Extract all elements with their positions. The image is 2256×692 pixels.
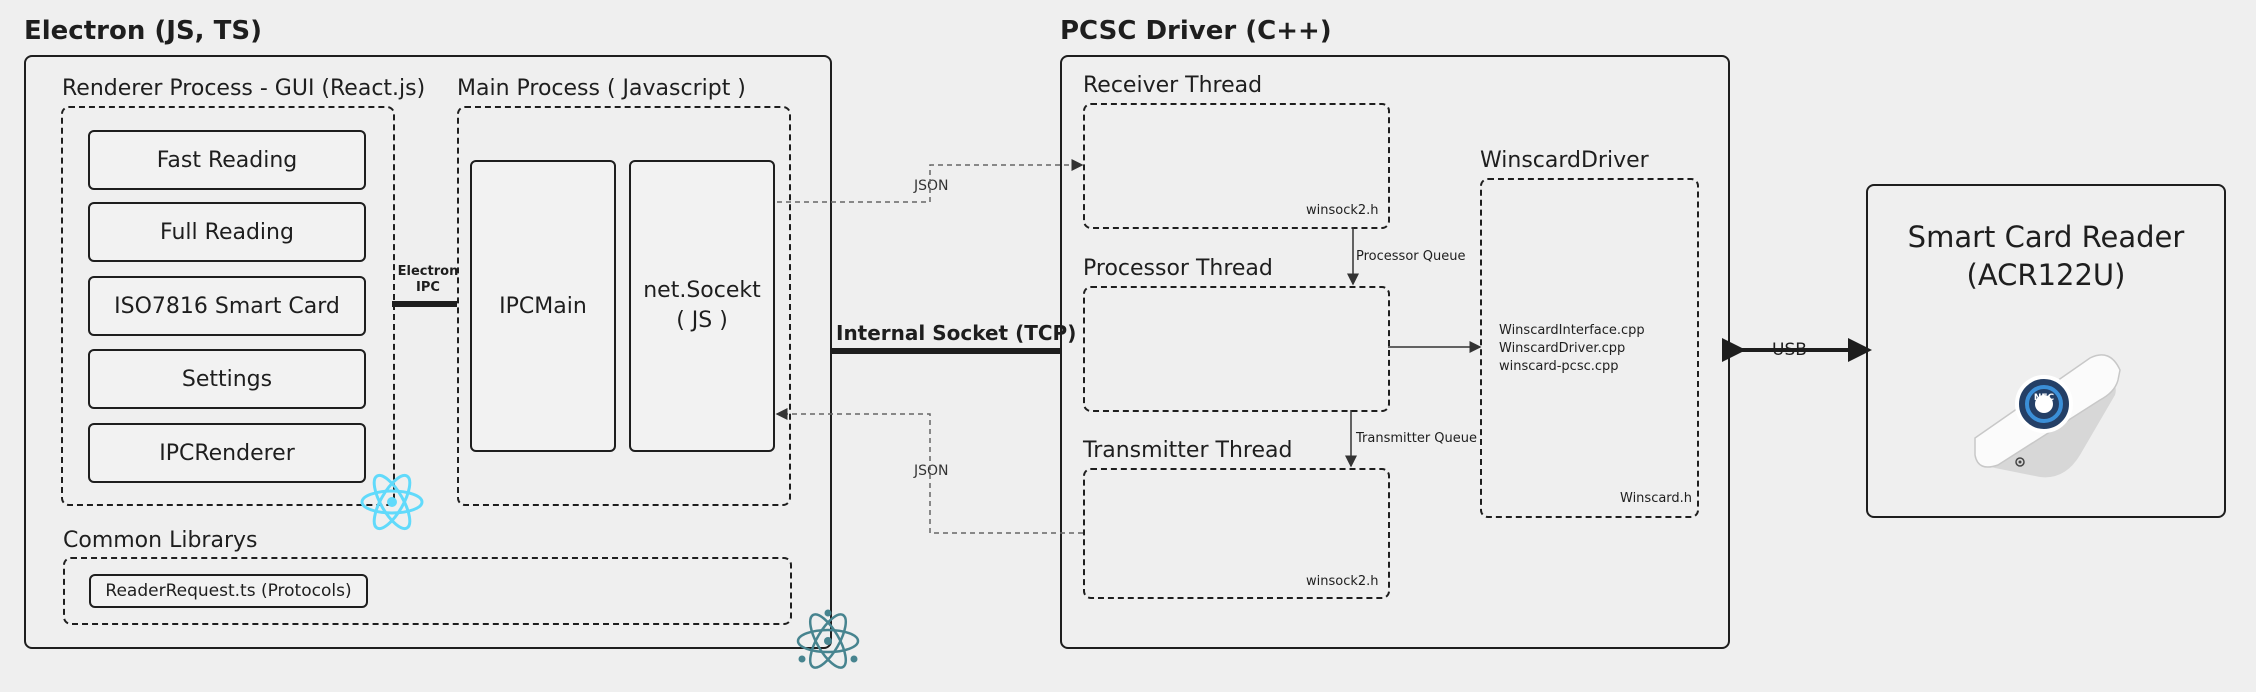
electron-ipc-label: Electron IPC bbox=[397, 264, 459, 295]
ipc-main-box[interactable]: IPCMain bbox=[470, 160, 616, 452]
json-bottom-path bbox=[775, 408, 1083, 534]
reader-title: Smart Card Reader (ACR122U) bbox=[1907, 220, 2185, 292]
processor-title: Processor Thread bbox=[1083, 256, 1273, 281]
winscard-title: WinscardDriver bbox=[1480, 148, 1649, 173]
main-process-title: Main Process ( Javascript ) bbox=[457, 76, 746, 101]
settings-button[interactable]: Settings bbox=[88, 349, 366, 409]
reader-request-item[interactable]: ReaderRequest.ts (Protocols) bbox=[89, 574, 368, 608]
pcsc-title: PCSC Driver (C++) bbox=[1060, 16, 1332, 46]
iso7816-button[interactable]: ISO7816 Smart Card bbox=[88, 276, 366, 336]
winscard-file: WinscardInterface.cpp bbox=[1499, 323, 1645, 338]
main-process-container bbox=[457, 106, 791, 506]
transmitter-thread-box bbox=[1083, 468, 1390, 599]
winscard-file: WinscardDriver.cpp bbox=[1499, 341, 1626, 356]
receiver-file: winsock2.h bbox=[1306, 203, 1379, 218]
winscard-file: winscard-pcsc.cpp bbox=[1499, 359, 1619, 374]
transmitter-queue-label: Transmitter Queue bbox=[1356, 431, 1478, 446]
common-title: Common Librarys bbox=[63, 528, 258, 553]
json-label-bottom: JSON bbox=[914, 463, 949, 479]
transmitter-title: Transmitter Thread bbox=[1083, 438, 1293, 463]
nfc-badge: NFC bbox=[2034, 393, 2055, 403]
receiver-thread-box bbox=[1083, 103, 1390, 229]
winscard-files: WinscardInterface.cpp WinscardDriver.cpp… bbox=[1499, 322, 1645, 376]
common-container bbox=[63, 557, 792, 625]
transmitter-file: winsock2.h bbox=[1306, 574, 1379, 589]
json-label-top: JSON bbox=[914, 178, 949, 194]
full-reading-button[interactable]: Full Reading bbox=[88, 202, 366, 262]
internal-socket-label: Internal Socket (TCP) bbox=[836, 321, 1077, 345]
net-socket-box[interactable]: net.Socekt ( JS ) bbox=[629, 160, 775, 452]
card-reader-device-icon: NFC bbox=[1974, 354, 2121, 478]
renderer-title: Renderer Process - GUI (React.js) bbox=[62, 76, 426, 101]
fast-reading-button[interactable]: Fast Reading bbox=[88, 130, 366, 190]
react-icon bbox=[360, 473, 424, 531]
ipc-renderer-button[interactable]: IPCRenderer bbox=[88, 423, 366, 483]
processor-thread-box bbox=[1083, 286, 1390, 412]
json-top-path bbox=[777, 159, 1084, 203]
winscard-header: Winscard.h bbox=[1620, 491, 1693, 506]
receiver-title: Receiver Thread bbox=[1083, 73, 1263, 98]
processor-queue-label: Processor Queue bbox=[1356, 249, 1466, 264]
electron-icon bbox=[796, 609, 860, 669]
electron-title: Electron (JS, TS) bbox=[24, 16, 262, 46]
